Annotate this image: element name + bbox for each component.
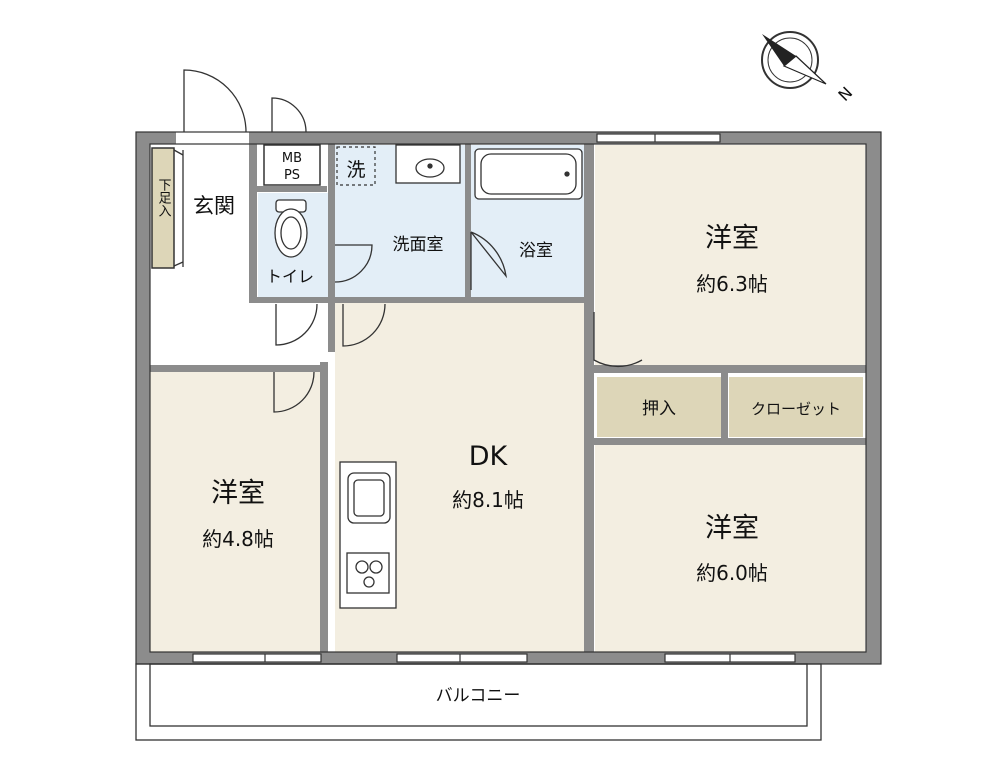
floor-shoe-box [151,147,175,269]
interior-walls [150,132,866,654]
label-balcony: バルコニー [436,686,521,706]
label-western-se-name: 洋室 [705,513,759,544]
label-ps: PS [284,168,300,183]
floor-western-se [595,444,865,652]
label-oshiire: 押入 [642,399,676,419]
compass: N [761,31,856,105]
floor-western-w [150,372,325,652]
kitchen-counter [339,461,397,609]
windows [192,133,796,663]
label-bathroom: 浴室 [519,241,553,261]
bathtub [474,148,583,200]
label-dk-name: DK [469,441,509,472]
label-western-w-name: 洋室 [211,478,265,509]
label-dk-size: 約8.1帖 [452,488,524,512]
floor-closet [729,377,863,437]
doors [173,69,643,413]
label-entrance: 玄関 [193,194,235,218]
compass-needle-icon [762,34,796,66]
floor-meter-box [263,144,321,186]
toilet-fixture [274,199,308,258]
label-washroom: 洗面室 [393,235,444,255]
label-toilet: トイレ [266,267,314,286]
label-washer: 洗 [346,159,365,181]
floor-western-ne [595,145,865,365]
washbasin [395,144,461,184]
label-western-ne-name: 洋室 [705,223,759,254]
label-western-se-size: 約6.0帖 [696,561,768,585]
label-western-w-size: 約4.8帖 [202,527,274,551]
label-shoe-box: 下足入 [156,178,172,217]
label-mb: MB [282,151,302,166]
label-closet: クローゼット [751,400,841,418]
label-western-ne-size: 約6.3帖 [696,272,768,296]
floor-oshiire [597,377,721,437]
washer-space [336,146,376,186]
balcony [135,663,822,741]
compass-north-label: N [834,83,856,105]
floor-entrance [175,150,250,268]
